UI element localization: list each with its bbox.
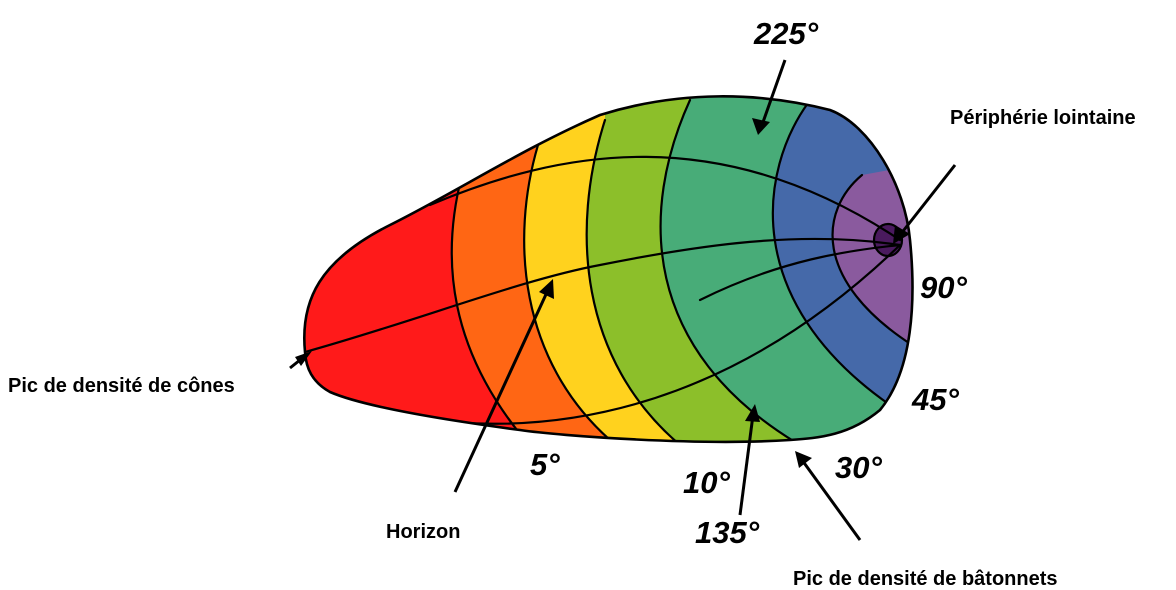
zone-bands: [304, 96, 913, 442]
degree-30: 30°: [835, 450, 882, 485]
arrow-cones-head: [295, 351, 312, 366]
arrow-batonnets-head: [795, 451, 812, 468]
degree-10: 10°: [683, 465, 730, 500]
label-cones: Pic de densité de cônes: [8, 375, 235, 397]
arrow-225-head: [752, 118, 770, 135]
label-horizon: Horizon: [386, 521, 460, 543]
arrows: [289, 59, 957, 541]
arrow-peripherie-head: [893, 225, 910, 244]
degree-225: 225°: [753, 16, 819, 51]
retina-outline: [303, 95, 914, 444]
arrow-135: [738, 414, 755, 516]
arrow-horizon: [453, 289, 550, 493]
arrow-horizon-head: [539, 279, 554, 299]
grid-lines: [304, 98, 913, 442]
label-peripherie: Périphérie lointaine: [950, 107, 1136, 129]
arrow-225: [760, 59, 787, 126]
degree-135: 135°: [695, 515, 760, 550]
arrow-peripherie: [898, 164, 957, 236]
zone-purple: [832, 150, 913, 345]
label-batonnets: Pic de densité de bâtonnets: [793, 568, 1058, 590]
degree-45: 45°: [911, 382, 959, 417]
arrow-batonnets: [800, 459, 862, 541]
degree-90: 90°: [920, 270, 967, 305]
arrow-135-head: [745, 404, 760, 422]
degree-5: 5°: [530, 447, 560, 482]
